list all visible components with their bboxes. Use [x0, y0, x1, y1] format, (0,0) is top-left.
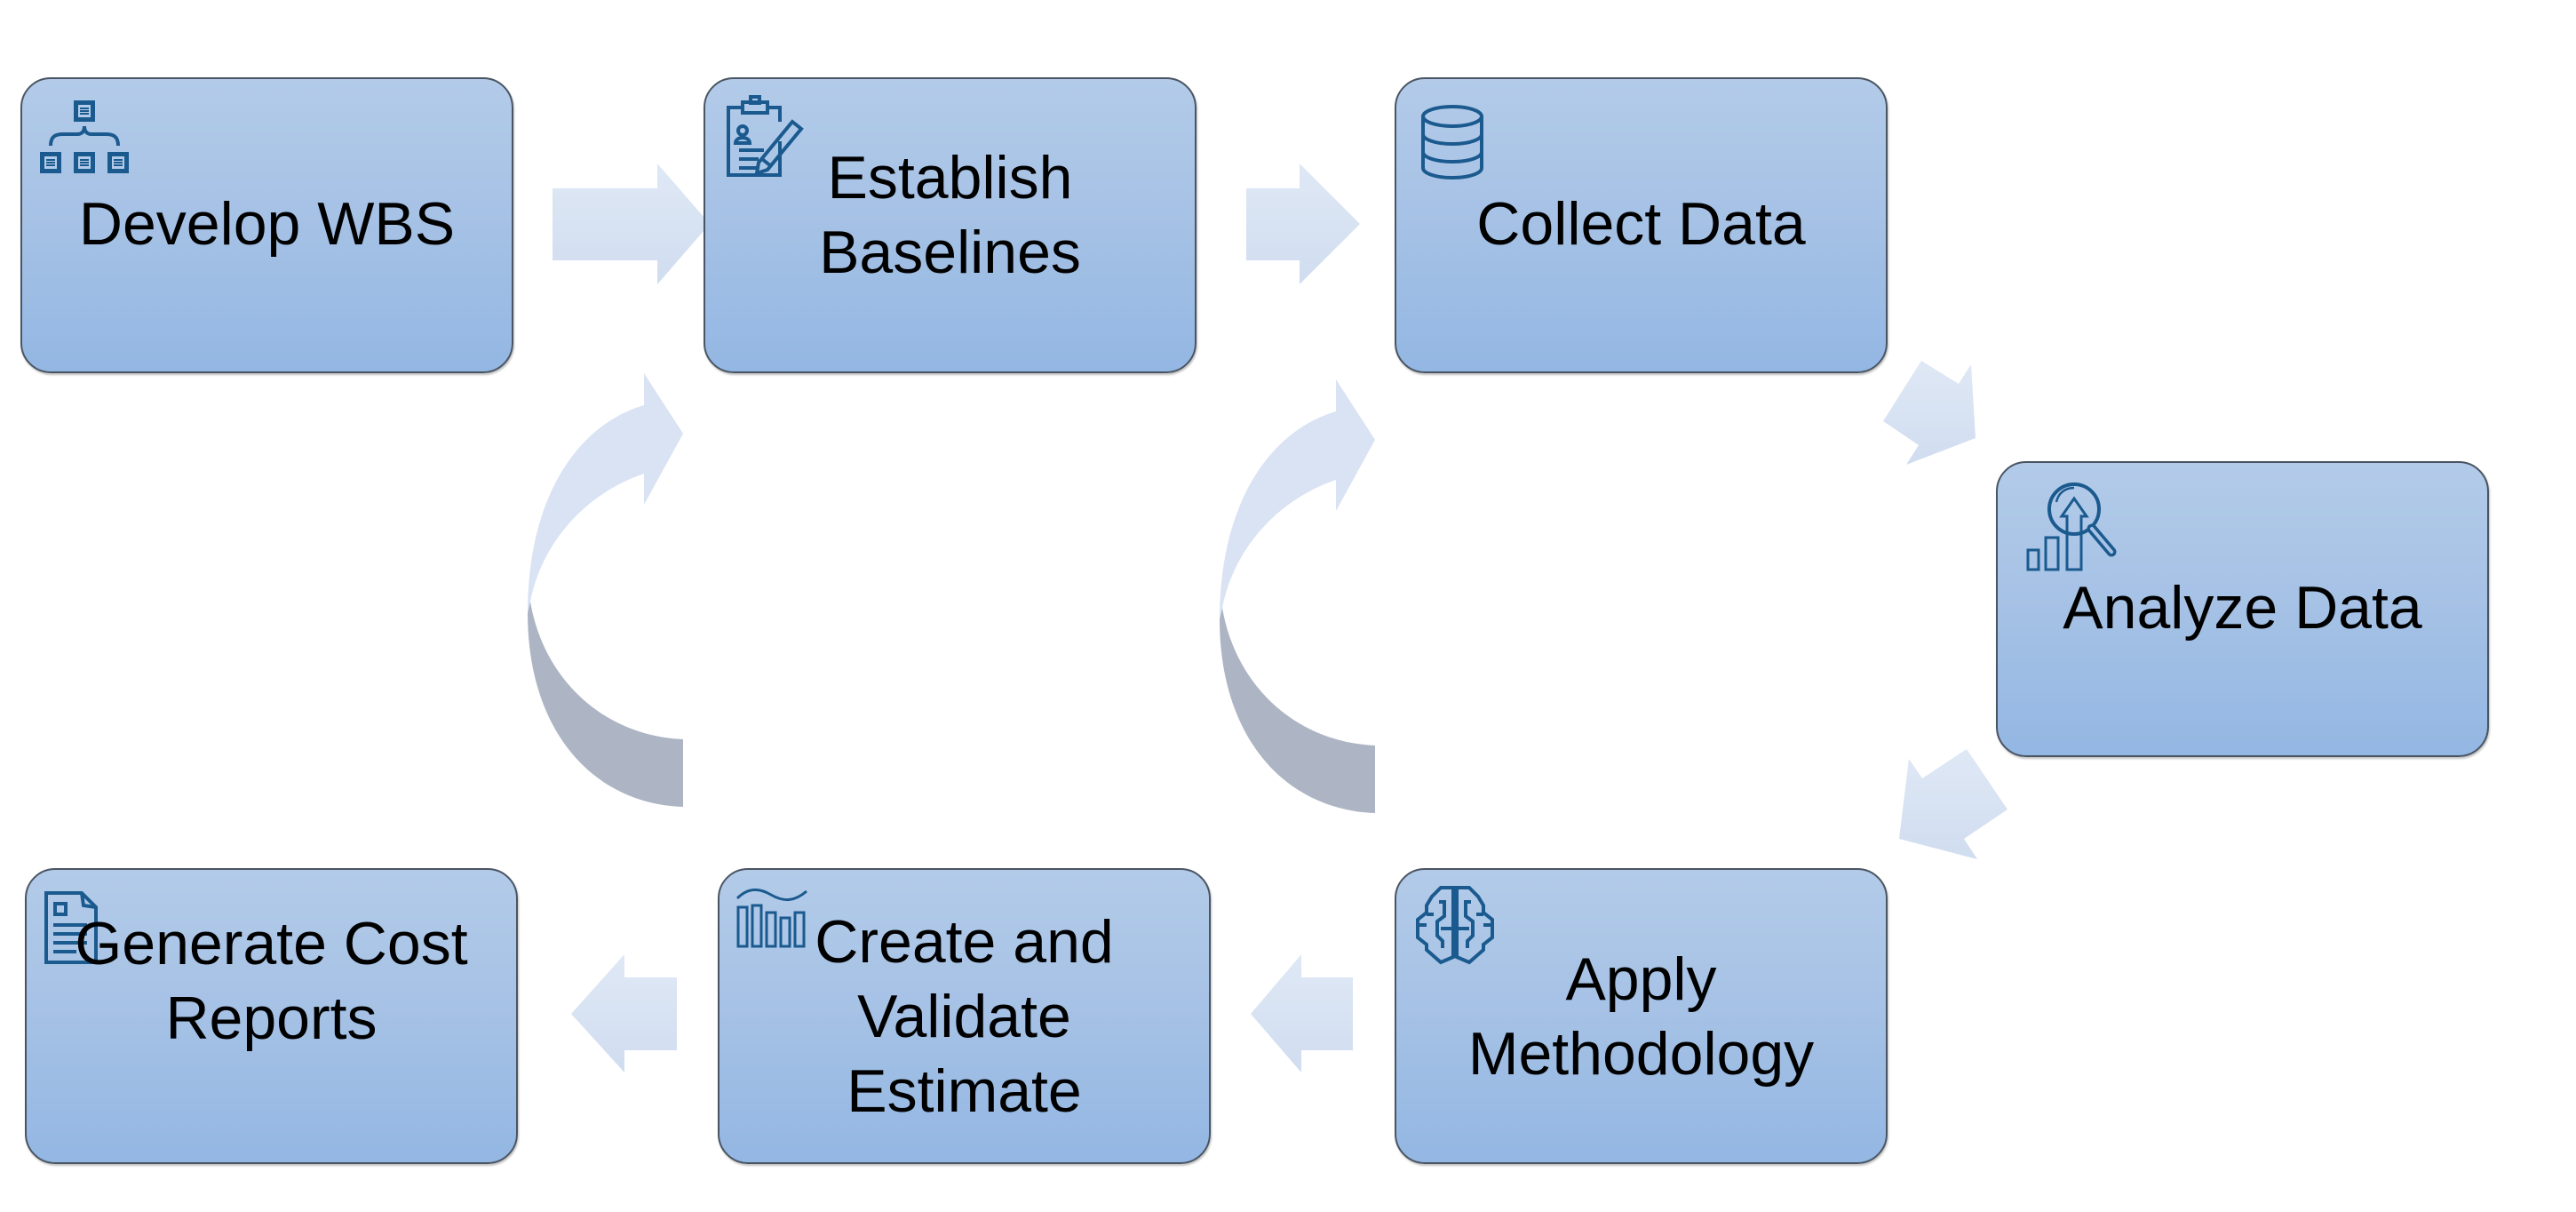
- step-establish-baselines[interactable]: Establish Baselines: [704, 77, 1197, 373]
- step-label: Analyze Data: [2063, 573, 2422, 642]
- analytics-search-icon: [2024, 481, 2127, 573]
- step-analyze-data[interactable]: Analyze Data: [1996, 461, 2489, 757]
- bar-chart-trend-icon: [735, 886, 812, 950]
- step-label: Establish Baselines: [819, 143, 1081, 286]
- curved-arrow-lower-half: [1220, 608, 1375, 813]
- step-label: Create and Validate Estimate: [815, 907, 1114, 1125]
- step-label: Collect Data: [1476, 189, 1806, 258]
- curved-arrow-upper-half: [1220, 379, 1375, 619]
- step-label: Generate Cost Reports: [75, 909, 468, 1052]
- clipboard-edit-icon: [725, 95, 807, 177]
- brain-circuit-icon: [1414, 884, 1496, 966]
- document-icon: [43, 889, 99, 966]
- hierarchy-icon: [36, 97, 134, 181]
- step-create-validate-estimate[interactable]: Create and Validate Estimate: [718, 868, 1211, 1164]
- curved-arrow-upper-half: [528, 373, 683, 613]
- curved-arrow-create-to-baseline: [528, 373, 683, 807]
- arrow-create-to-report: [571, 954, 677, 1072]
- database-icon: [1419, 104, 1485, 180]
- step-develop-wbs[interactable]: Develop WBS: [20, 77, 513, 373]
- step-generate-cost-reports[interactable]: Generate Cost Reports: [25, 868, 518, 1164]
- arrow-baseline-to-collect: [1246, 163, 1360, 284]
- arrow-apply-to-create: [1251, 954, 1353, 1072]
- step-label: Develop WBS: [78, 189, 456, 258]
- arrow-collect-to-analyze: [1883, 361, 1976, 465]
- curved-arrow-apply-to-collect: [1220, 379, 1375, 813]
- curved-arrow-lower-half: [528, 602, 683, 807]
- arrow-wbs-to-baseline: [553, 163, 710, 284]
- step-collect-data[interactable]: Collect Data: [1395, 77, 1888, 373]
- step-apply-methodology[interactable]: Apply Methodology: [1395, 868, 1888, 1164]
- arrow-analyze-to-apply: [1899, 749, 2008, 859]
- step-label: Apply Methodology: [1467, 945, 1815, 1088]
